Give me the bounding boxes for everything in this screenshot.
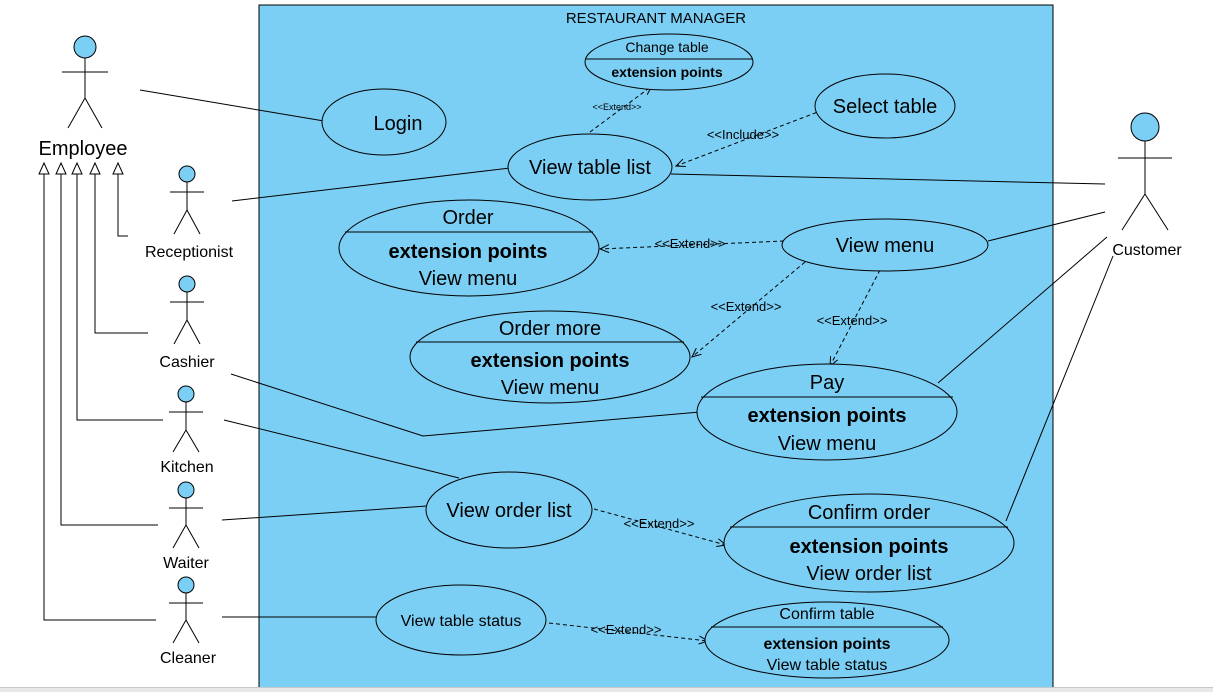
actor-receptionist-label: Receptionist <box>145 244 234 261</box>
label-extend-change-table: <<Extend>> <box>592 102 641 112</box>
usecase-view-order-list-label: View order list <box>446 500 572 522</box>
actor-customer-label: Customer <box>1112 242 1182 259</box>
system-title: RESTAURANT MANAGER <box>566 10 746 27</box>
usecase-view-order-list: View order list <box>425 471 593 549</box>
usecase-view-menu: View menu <box>781 218 989 272</box>
usecase-confirm-table-label: Confirm table <box>779 606 874 623</box>
usecase-confirm-order-label: Confirm order <box>808 502 931 524</box>
actor-cashier <box>170 275 204 345</box>
usecase-login: Login <box>321 88 447 156</box>
usecase-view-table-list: View table list <box>507 133 673 201</box>
usecase-change-table-ep-header: extension points <box>611 64 722 80</box>
usecase-view-menu-label: View menu <box>836 235 935 257</box>
usecase-change-table: Change table extension points <box>584 33 754 91</box>
actor-kitchen-label: Kitchen <box>160 459 213 476</box>
usecase-confirm-table-ep: View table status <box>767 657 888 674</box>
usecase-login-label: Login <box>374 113 423 135</box>
bottom-strip <box>0 687 1213 692</box>
usecase-pay-ep-header: extension points <box>748 405 907 427</box>
label-extend-order-more: <<Extend>> <box>711 299 782 314</box>
association-lines <box>139 89 1114 618</box>
actor-employee-label: Employee <box>39 138 128 160</box>
actor-customer <box>1118 112 1172 231</box>
usecase-view-table-status: View table status <box>375 584 547 656</box>
usecase-select-table-label: Select table <box>833 96 938 118</box>
usecase-confirm-order-ep: View order list <box>806 563 932 585</box>
actor-waiter <box>169 481 203 549</box>
usecase-change-table-label: Change table <box>625 39 709 55</box>
actor-employee <box>62 35 108 129</box>
usecase-view-table-status-label: View table status <box>401 613 522 630</box>
label-extend-pay: <<Extend>> <box>817 313 888 328</box>
usecase-order-more: Order more extension points View menu <box>409 310 691 404</box>
actor-cleaner-label: Cleaner <box>160 650 217 667</box>
generalization-lines <box>38 161 163 621</box>
usecase-confirm-order: Confirm order extension points View orde… <box>723 493 1015 593</box>
usecase-order-ep: View menu <box>419 268 518 290</box>
usecase-confirm-table: Confirm table extension points View tabl… <box>704 601 950 679</box>
usecase-confirm-table-ep-header: extension points <box>763 636 890 653</box>
label-extend-confirm-table: <<Extend>> <box>591 622 662 637</box>
usecase-view-table-list-label: View table list <box>529 157 651 179</box>
usecase-pay: Pay extension points View menu <box>696 363 958 461</box>
usecase-order-label: Order <box>442 207 493 229</box>
usecase-order: Order extension points View menu <box>338 199 600 297</box>
dependency-lines <box>548 85 881 645</box>
actor-kitchen <box>169 385 203 453</box>
usecase-confirm-order-ep-header: extension points <box>790 536 949 558</box>
label-include-select-table: <<Include>> <box>707 127 779 142</box>
actor-cashier-label: Cashier <box>159 354 215 371</box>
usecase-order-more-ep: View menu <box>501 377 600 399</box>
usecase-pay-ep: View menu <box>778 433 877 455</box>
label-extend-confirm-order: <<Extend>> <box>624 516 695 531</box>
usecase-order-ep-header: extension points <box>389 241 548 263</box>
actor-waiter-label: Waiter <box>163 555 209 572</box>
usecase-order-more-ep-header: extension points <box>471 350 630 372</box>
usecase-order-more-label: Order more <box>499 318 601 340</box>
label-extend-order: <<Extend>> <box>655 236 726 251</box>
actor-receptionist <box>170 165 204 235</box>
actor-cleaner <box>169 576 203 644</box>
usecase-pay-label: Pay <box>810 372 844 394</box>
usecase-select-table: Select table <box>814 73 956 139</box>
